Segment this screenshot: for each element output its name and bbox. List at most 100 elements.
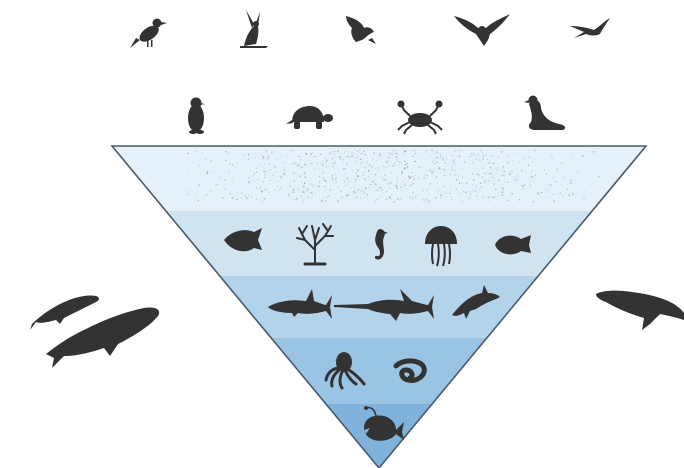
plankton-dot — [256, 187, 257, 188]
plankton-dot — [277, 186, 278, 187]
plankton-dot — [361, 164, 362, 165]
plankton-dot — [491, 168, 492, 169]
plankton-dot — [340, 191, 342, 193]
plankton-dot — [324, 186, 326, 188]
plankton-dot — [502, 187, 503, 188]
plankton-dot — [274, 171, 275, 172]
plankton-dot — [368, 170, 370, 172]
plankton-dot — [482, 196, 484, 198]
plankton-dot — [328, 196, 330, 198]
plankton-dot — [357, 151, 358, 152]
plankton-dot — [313, 156, 314, 157]
plankton-dot — [392, 165, 393, 166]
plankton-dot — [426, 189, 427, 190]
plankton-dot — [497, 170, 498, 171]
plankton-dot — [303, 201, 304, 202]
plankton-dot — [464, 161, 465, 162]
plankton-dot — [267, 158, 268, 159]
plankton-dot — [227, 152, 228, 153]
plankton-dot — [356, 175, 358, 177]
plankton-dot — [487, 159, 488, 160]
plankton-dot — [207, 173, 208, 174]
plankton-dot — [299, 165, 300, 166]
plankton-dot — [334, 174, 335, 175]
plankton-dot — [195, 151, 196, 152]
plankton-dot — [451, 199, 452, 200]
plankton-dot — [553, 201, 555, 203]
plankton-dot — [264, 177, 265, 178]
plankton-dot — [404, 167, 406, 169]
plankton-dot — [356, 157, 357, 158]
plankton-dot — [307, 188, 308, 189]
plankton-dot — [465, 192, 466, 193]
plankton-dot — [473, 179, 475, 181]
plankton-dot — [424, 174, 425, 175]
plankton-dot — [268, 192, 269, 193]
plankton-dot — [401, 162, 402, 163]
plankton-dot — [493, 178, 494, 179]
plankton-dot — [350, 161, 351, 162]
plankton-dot — [394, 165, 395, 166]
plankton-dot — [388, 184, 389, 185]
plankton-dot — [502, 175, 503, 176]
plankton-dot — [379, 187, 381, 189]
plankton-dot — [361, 162, 362, 163]
plankton-dot — [546, 173, 547, 174]
plankton-dot — [390, 182, 392, 184]
plankton-dot — [538, 194, 539, 195]
plankton-dot — [361, 190, 362, 191]
plankton-dot — [498, 179, 500, 181]
plankton-dot — [451, 169, 452, 170]
plankton-dot — [312, 153, 313, 154]
plankton-dot — [276, 159, 277, 160]
plankton-dot — [470, 193, 471, 194]
plankton-dot — [347, 178, 348, 179]
plankton-dot — [510, 168, 511, 169]
plankton-dot — [532, 161, 533, 162]
plankton-dot — [418, 178, 419, 179]
plankton-dot — [299, 190, 300, 191]
plankton-dot — [415, 196, 417, 198]
plankton-dot — [207, 171, 208, 172]
plankton-dot — [398, 161, 400, 163]
plankton-dot — [293, 191, 295, 193]
plankton-dot — [478, 174, 480, 176]
plankton-dot — [412, 176, 413, 177]
plankton-dot — [254, 181, 255, 182]
plankton-dot — [294, 180, 295, 181]
plankton-dot — [444, 175, 445, 176]
plankton-dot — [204, 190, 205, 191]
plankton-dot — [403, 153, 404, 154]
plankton-dot — [536, 178, 537, 179]
plankton-dot — [551, 155, 552, 156]
plankton-dot — [266, 188, 267, 189]
plankton-dot — [260, 164, 261, 165]
plankton-dot — [570, 182, 571, 183]
plankton-dot — [501, 191, 503, 193]
plankton-dot — [294, 199, 295, 200]
bird-icon — [130, 19, 167, 49]
plankton-dot — [412, 198, 414, 200]
plankton-dot — [322, 169, 323, 170]
plankton-dot — [229, 163, 230, 164]
plankton-dot — [482, 153, 483, 154]
plankton-dot — [505, 172, 506, 173]
plankton-dot — [365, 188, 367, 190]
plankton-dot — [534, 158, 535, 159]
plankton-dot — [297, 167, 298, 168]
plankton-dot — [504, 182, 505, 183]
plankton-dot — [462, 177, 463, 178]
plankton-dot — [435, 197, 436, 198]
plankton-dot — [508, 173, 509, 174]
plankton-dot — [332, 162, 333, 163]
plankton-dot — [245, 195, 246, 196]
plankton-dot — [433, 170, 434, 171]
plankton-dot — [405, 164, 406, 165]
sea-lion-icon — [524, 96, 565, 131]
plankton-dot — [436, 176, 437, 177]
plankton-dot — [426, 153, 427, 154]
plankton-dot — [338, 186, 339, 187]
plankton-dot — [583, 197, 584, 198]
plankton-dot — [311, 173, 312, 174]
plankton-dot — [319, 168, 320, 169]
